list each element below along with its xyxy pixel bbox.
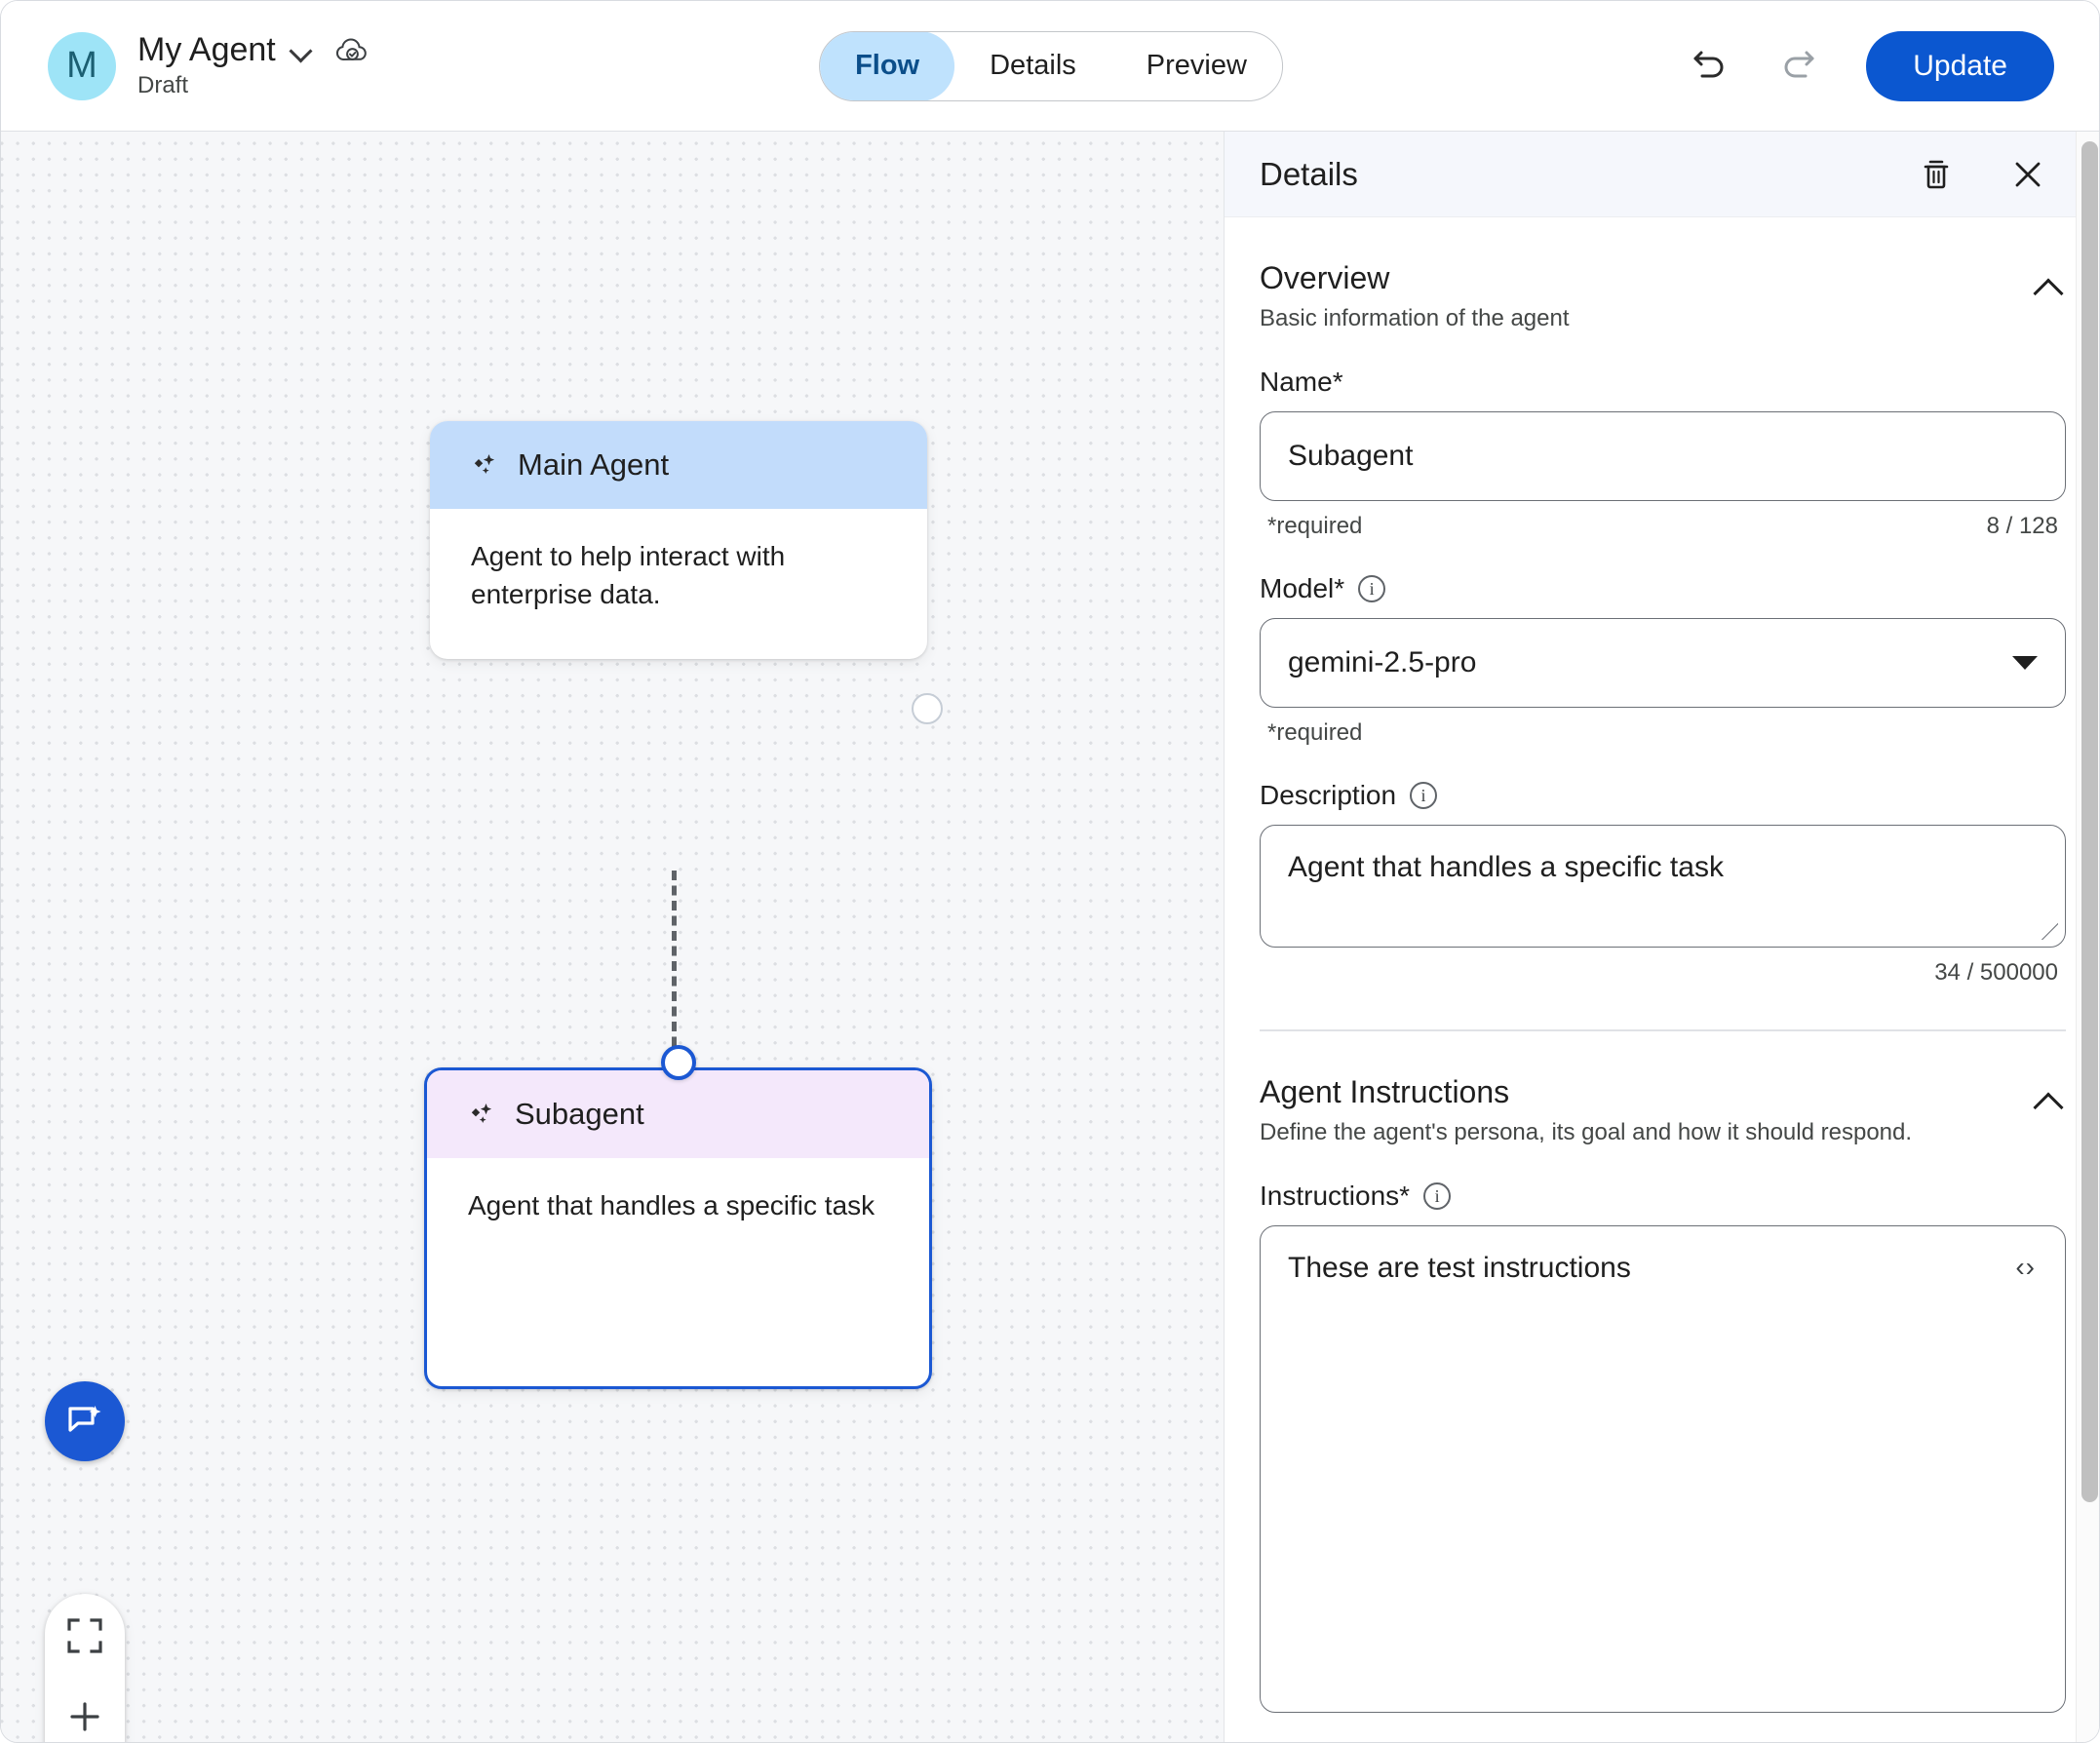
flow-node-description: Agent that handles a specific task [468,1190,875,1220]
details-panel-header: Details [1225,132,2099,217]
flow-node-title: Subagent [515,1097,644,1131]
instructions-textarea[interactable]: These are test instructions ‹› [1260,1224,2066,1713]
flow-node-description: Agent to help interact with enterprise d… [471,541,786,609]
tab-details[interactable]: Details [990,50,1076,81]
section-divider [1260,1029,2066,1031]
model-select[interactable]: gemini-2.5-pro [1260,618,2066,709]
details-panel-body: Overview Basic information of the agent … [1225,217,2099,1713]
field-name: Name* Subagent *required 8 / 128 [1260,367,2066,540]
flow-node-header: Main Agent [430,421,927,509]
agent-status: Draft [137,72,189,99]
flow-node-main-agent[interactable]: Main Agent Agent to help interact with e… [430,421,927,659]
flow-node-subagent[interactable]: Subagent Agent that handles a specific t… [424,1067,932,1389]
caret-down-icon [2012,656,2038,671]
fit-screen-icon[interactable] [63,1615,106,1655]
tab-flow[interactable]: Flow [820,31,955,100]
field-label: Instructions* [1260,1180,1411,1211]
section-subtitle: Define the agent's persona, its goal and… [1260,1118,1913,1145]
field-label: Model* [1260,573,1345,604]
name-char-counter: 8 / 128 [1986,513,2058,540]
top-bar: M My Agent Draft Flow Details Preview [1,1,2099,132]
close-icon[interactable] [2005,152,2050,197]
section-title: Overview [1260,260,1390,295]
panel-scrollbar-thumb[interactable] [2081,141,2098,1502]
section-overview-header: Overview Basic information of the agent [1260,217,2066,333]
flow-node-header: Subagent [427,1070,929,1158]
tab-preview[interactable]: Preview [1146,50,1247,81]
name-input[interactable]: Subagent [1260,411,2066,502]
flow-node-title: Main Agent [518,447,670,482]
info-icon[interactable]: i [1358,575,1386,603]
field-instructions: Instructions* i These are test instructi… [1260,1181,2066,1713]
node-handle-right[interactable] [912,693,943,724]
section-title: Agent Instructions [1260,1073,1510,1109]
section-subtitle: Basic information of the agent [1260,305,1570,331]
flow-canvas[interactable]: Main Agent Agent to help interact with e… [1,132,1224,1742]
agent-brand: M My Agent Draft [48,30,371,100]
chevron-up-icon[interactable] [2033,272,2066,305]
sparkle-icon [474,454,495,474]
info-icon[interactable]: i [1410,782,1438,810]
field-label: Name* [1260,367,1343,398]
view-tabs: Flow Details Preview [819,30,1283,101]
info-icon[interactable]: i [1423,1181,1452,1210]
page-title: My Agent [137,30,276,68]
description-value: Agent that handles a specific task [1288,851,1724,884]
redo-icon[interactable] [1776,44,1821,89]
flow-node-body: Agent that handles a specific task [427,1158,929,1225]
details-panel-title: Details [1260,155,1358,192]
node-handle-top[interactable] [661,1045,696,1080]
update-button[interactable]: Update [1866,30,2054,101]
description-char-counter: 34 / 500000 [1934,959,2058,987]
field-model: Model* i gemini-2.5-pro *required [1260,573,2066,747]
cloud-done-icon [335,39,367,61]
code-brackets-icon[interactable]: ‹› [2015,1251,2036,1282]
zoom-in-icon[interactable] [63,1696,106,1736]
agent-title-block: My Agent Draft [137,30,371,99]
field-description: Description i Agent that handles a speci… [1260,780,2066,987]
details-panel: Details O [1224,132,2099,1742]
section-agent-instructions-header: Agent Instructions Define the agent's pe… [1260,1031,2066,1147]
trash-icon[interactable] [1914,152,1959,197]
resize-handle[interactable] [2039,920,2058,940]
field-label: Description [1260,780,1397,811]
description-textarea[interactable]: Agent that handles a specific task [1260,825,2066,949]
top-bar-actions: Update [1687,30,2054,101]
model-helper-text: *required [1267,719,1363,747]
instructions-value: These are test instructions [1288,1251,1631,1284]
panel-scrollbar-track[interactable] [2076,132,2099,1742]
flow-edge [672,871,677,1062]
chevron-up-icon[interactable] [2033,1086,2066,1119]
zoom-controls [45,1594,125,1742]
chat-sparkle-icon[interactable] [45,1381,125,1461]
avatar: M [48,31,116,100]
name-helper-text: *required [1267,513,1363,540]
flow-node-body: Agent to help interact with enterprise d… [430,509,927,613]
undo-icon[interactable] [1687,44,1731,89]
model-select-value: gemini-2.5-pro [1288,646,1477,679]
sparkle-icon [471,1104,492,1123]
chevron-down-icon[interactable] [290,37,315,62]
